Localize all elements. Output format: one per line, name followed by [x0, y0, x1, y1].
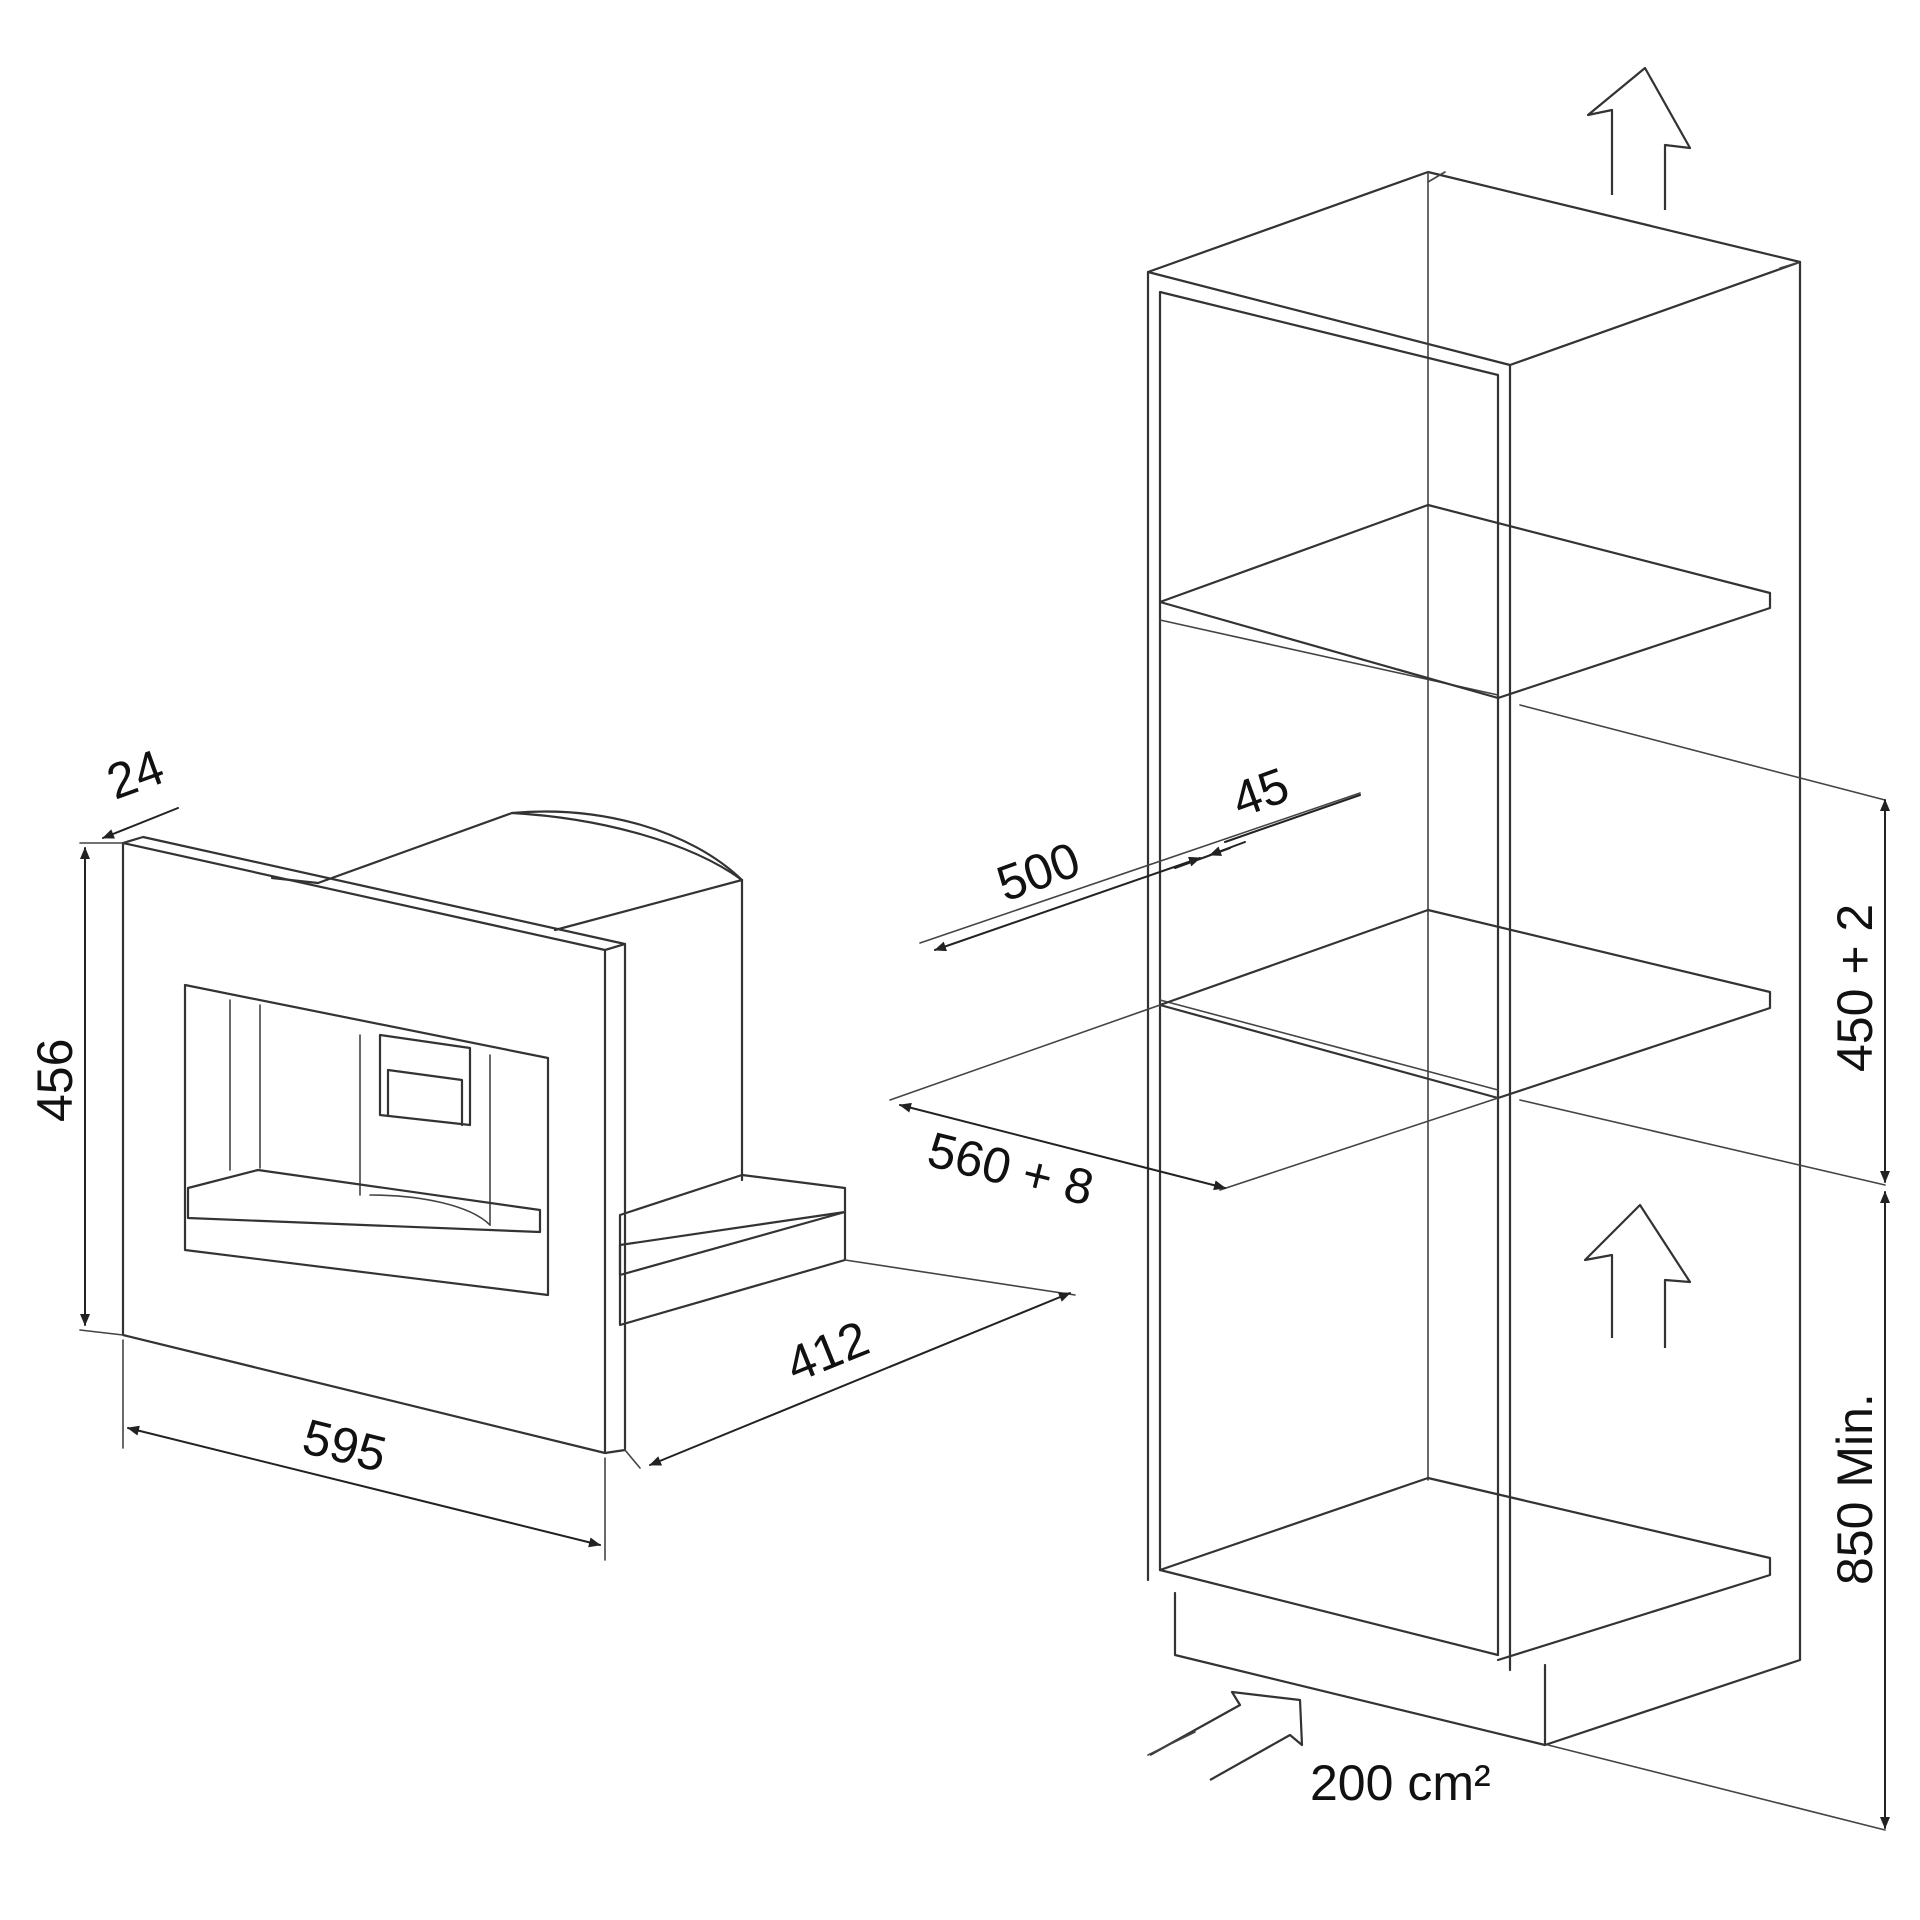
machine-body-curve [510, 811, 744, 882]
front-panel-side-edge [603, 942, 627, 1455]
machine-body-top [316, 810, 744, 1182]
cabinet-top-lip [1427, 171, 1801, 269]
cabinet-top [1146, 170, 1802, 367]
airflow-arrow-icon [1586, 66, 1692, 210]
airflow-arrow-icon [1583, 1203, 1692, 1348]
cabinet-front-frame [1158, 290, 1500, 1657]
dim-45-label: 45 [1225, 757, 1296, 829]
dim-412-extension [624, 1259, 1076, 1469]
dim-850-label: 850 Min. [1827, 1393, 1883, 1585]
shelf-bottom [1158, 1476, 1772, 1662]
airflow-arrow-icon [1149, 1690, 1304, 1781]
coffee-machine-drawing [121, 810, 847, 1455]
front-panel [121, 841, 607, 1455]
dim-850-extension [1547, 1744, 1886, 1831]
dim-500-line [934, 856, 1201, 952]
cabinet-dimensions: 500 45 560 + 8 450 + 2 850 Min. 200 cm² [889, 704, 1890, 1831]
spout-housing [378, 1033, 472, 1127]
dim-595-extension [122, 1339, 606, 1561]
dim-456-label: 456 [27, 1039, 83, 1122]
dim-568-label: 560 + 8 [922, 1121, 1099, 1216]
front-panel-top-edge [121, 835, 627, 952]
dim-452-label: 450 + 2 [1827, 904, 1883, 1072]
ventilation-area-label: 200 cm² [1310, 1755, 1491, 1811]
dispenser-opening [183, 983, 550, 1297]
dim-595-line [127, 1425, 601, 1548]
machine-base-top [618, 1173, 847, 1277]
dim-412-label: 412 [778, 1310, 876, 1393]
dim-456-extension [79, 842, 124, 1336]
dim-412-line [649, 1292, 1071, 1466]
spout-channel [359, 1034, 491, 1226]
machine-body-edge [553, 878, 744, 932]
dim-24-line [102, 807, 179, 839]
dim-452-extension [1519, 704, 1886, 1186]
dim-24-label: 24 [100, 739, 171, 811]
airflow-arrow-tail [1147, 1731, 1196, 1756]
shelf-upper [1158, 503, 1772, 700]
dim-568-extension [889, 1004, 1499, 1191]
machine-base-front [618, 1210, 847, 1327]
drip-curve [369, 1194, 491, 1226]
dim-500-label: 500 [990, 831, 1088, 912]
cabinet-plinth [1173, 1578, 1802, 1747]
dim-500-extension [919, 792, 1361, 944]
dim-568-line [899, 1102, 1226, 1191]
opening-inner-wall [229, 999, 261, 1171]
drip-tray [186, 1168, 542, 1234]
shelf-middle [1158, 908, 1772, 1100]
spout [386, 1068, 464, 1127]
dim-595-label: 595 [297, 1408, 392, 1483]
dim-45-arrow [1209, 841, 1246, 856]
cabinet-drawing [1146, 66, 1802, 1781]
